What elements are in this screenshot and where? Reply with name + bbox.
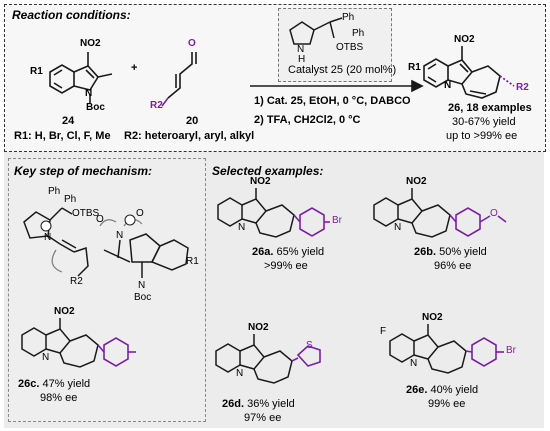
mech-n: N (44, 232, 52, 243)
catalyst-h: H (298, 54, 306, 65)
mech-no2-o2: O (136, 208, 144, 219)
reactant24-r1: R1 (30, 66, 43, 77)
ex-26a-n: N (238, 222, 246, 233)
ex-26c-id: 26c. (18, 378, 40, 390)
product-r2: R2 (516, 82, 529, 93)
reactant20-r2: R2 (150, 100, 163, 111)
ex-26e-no2: NO2 (422, 312, 443, 323)
product-yield: 30-67% yield (452, 116, 516, 128)
ex-26d-no2: NO2 (248, 322, 269, 333)
mech-boc: Boc (134, 292, 152, 303)
ex-26b-no2: NO2 (406, 176, 427, 187)
mech-r2: R2 (70, 276, 83, 287)
catalyst-n: N (297, 44, 305, 55)
ex-26a-ee: >99% ee (264, 260, 308, 272)
reactant24-n: N (85, 88, 93, 99)
ex-26b-id: 26b. (414, 246, 437, 258)
r2-definition: R2: heteroaryl, aryl, alkyl (124, 130, 255, 142)
reactant24-number: 24 (62, 115, 75, 127)
mech-r1: R1 (186, 256, 199, 267)
condition-step2: 2) TFA, CH2Cl2, 0 °C (254, 114, 361, 126)
ex-26b-ee: 96% ee (434, 260, 472, 272)
ex-26e-ee: 99% ee (428, 398, 466, 410)
mech-indole-n: N (138, 280, 146, 291)
reactant24-boc: Boc (86, 102, 105, 113)
catalyst-ph1: Ph (342, 12, 355, 23)
ex-26c-yield: 47% yield (42, 378, 91, 390)
reactant24-no2: NO2 (80, 38, 101, 49)
ex-26e-id: 26e. (406, 384, 428, 396)
mechanism-title: Key step of mechanism: (14, 164, 153, 178)
ex-26d-n: N (236, 368, 244, 379)
product-number: 26, 18 examples (448, 102, 532, 114)
mech-otbs: OTBS (72, 208, 100, 219)
ex-26d-yield: 36% yield (247, 398, 295, 410)
reactant20-o: O (188, 38, 196, 49)
reactant20-number: 20 (186, 115, 199, 127)
mech-no2-o1: O (96, 214, 104, 225)
product-no2: NO2 (454, 34, 475, 45)
ex-26e-f: F (380, 326, 387, 337)
ex-26c-ee: 98% ee (40, 392, 78, 404)
catalyst-label: Catalyst 25 (20 mol%) (288, 64, 397, 76)
ex-26d-sub: S (306, 340, 313, 351)
reaction-conditions-title: Reaction conditions: (12, 8, 131, 22)
mech-ph1: Ph (48, 186, 61, 197)
ex-26a-sub: Br (332, 215, 342, 226)
r1-definition: R1: H, Br, Cl, F, Me (14, 130, 111, 142)
ex-26c-n: N (42, 352, 50, 363)
ex-26d-id: 26d. (222, 398, 245, 410)
ex-26b-n: N (394, 222, 402, 233)
mech-no2-n: N (116, 230, 124, 241)
ex-26b-sub: O (490, 208, 498, 219)
ex-26c-no2: NO2 (54, 306, 75, 317)
product-n: N (444, 80, 452, 91)
ex-26b-yield: 50% yield (439, 246, 487, 258)
ex-26e-sub: Br (506, 345, 516, 356)
examples-title: Selected examples: (212, 164, 324, 178)
ex-26a-no2: NO2 (250, 176, 271, 187)
condition-step1: 1) Cat. 25, EtOH, 0 °C, DABCO (254, 95, 411, 107)
ex-26a-yield: 65% yield (276, 246, 325, 258)
mechanism-box (8, 158, 206, 422)
ex-26e-n: N (410, 358, 418, 369)
product-r1: R1 (408, 62, 421, 73)
ex-26a-id: 26a. (252, 246, 274, 258)
plus-sign: + (131, 62, 138, 74)
catalyst-otbs: OTBS (336, 42, 364, 53)
ex-26d-ee: 97% ee (244, 412, 282, 424)
mech-ph2: Ph (64, 194, 77, 205)
catalyst-ph2: Ph (352, 28, 365, 39)
product-ee: up to >99% ee (446, 130, 518, 142)
ex-26e-yield: 40% yield (430, 384, 479, 396)
